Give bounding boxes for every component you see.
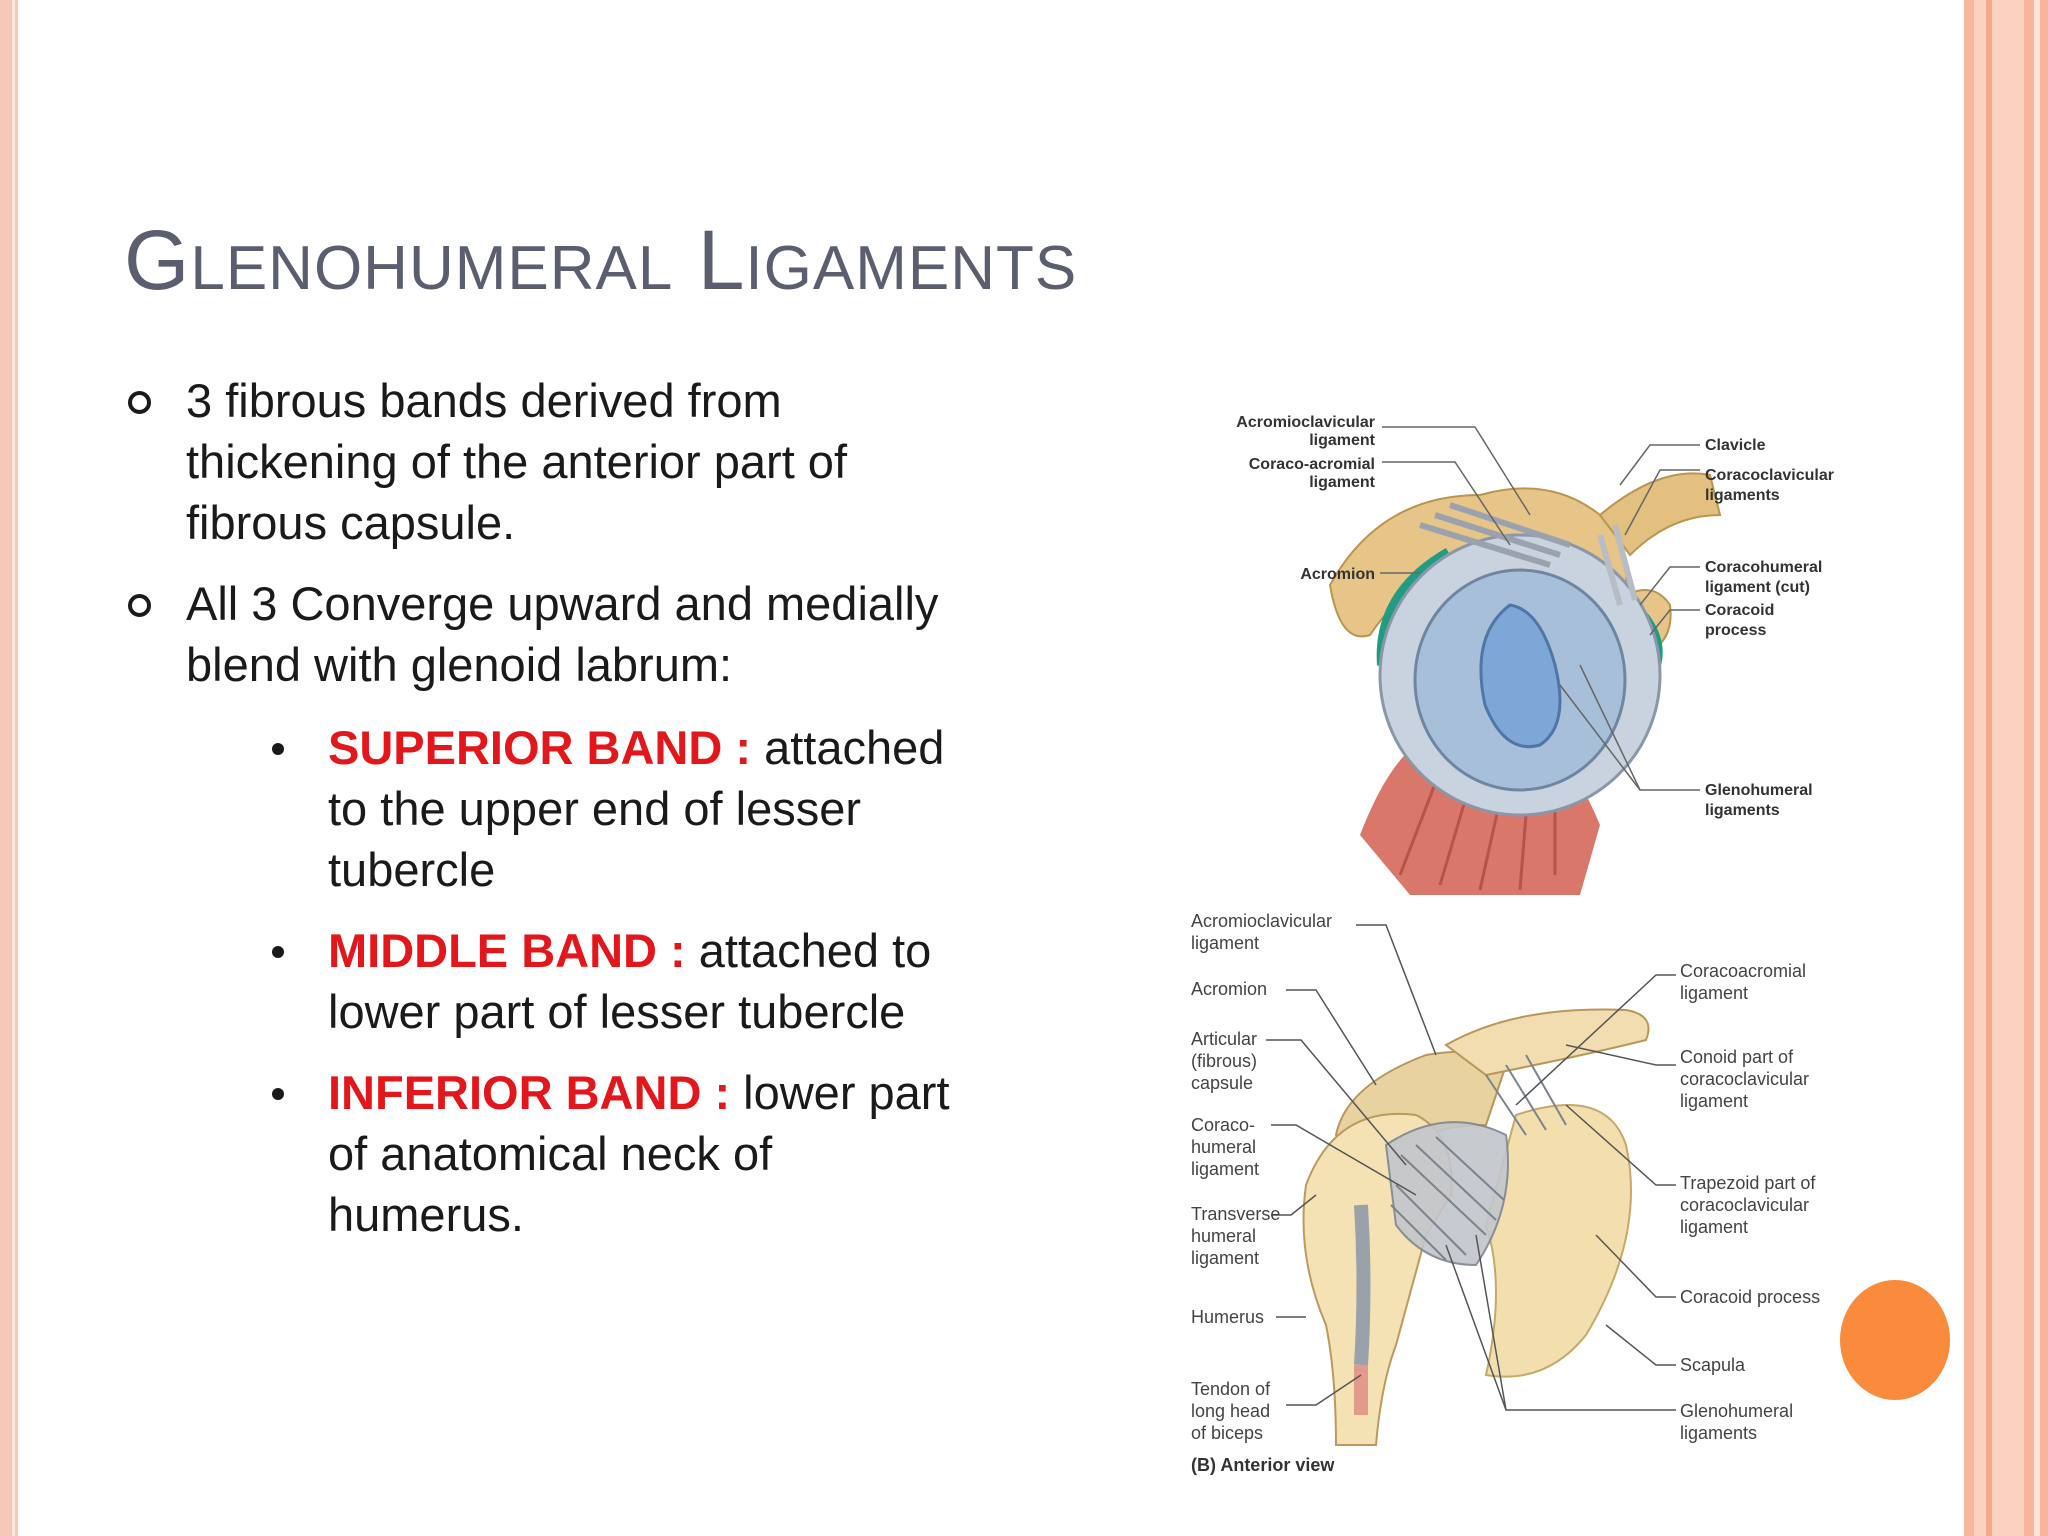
sub-bullet-inferior: INFERIOR BAND : lower part of anatomical… (186, 1062, 964, 1245)
band-description: attached to the upper end of lesser tube… (328, 721, 945, 896)
label-coracoacromial-2: ligament (1309, 474, 1375, 491)
label-glenohumeral: Glenohumeral (1705, 782, 1813, 799)
band-name: SUPERIOR BAND : (328, 721, 752, 774)
label-coracoclavicular-2: ligaments (1705, 487, 1780, 504)
label-acromion: Acromion (1191, 979, 1267, 999)
bullet-item: 3 fibrous bands derived from thickening … (124, 370, 964, 553)
label-transverse-3: ligament (1191, 1248, 1259, 1268)
bullet-list: 3 fibrous bands derived from thickening … (124, 370, 964, 1265)
leader-lines (1380, 426, 1700, 791)
label-conoid: Conoid part of (1680, 1047, 1794, 1067)
bullet-dot-icon (272, 946, 284, 958)
shoulder-anterior-illustration: Acromioclavicular ligament Acromion Arti… (1191, 911, 1820, 1475)
sub-bullet-middle: MIDDLE BAND : attached to lower part of … (186, 920, 964, 1042)
label-tendon-2: long head (1191, 1401, 1270, 1421)
label-coracoacromial: Coraco-acromial (1249, 456, 1375, 473)
clavicle-shape (1598, 472, 1722, 557)
label-glenohumeral: Glenohumeral (1680, 1401, 1793, 1421)
label-coracohumeral-2: humeral (1191, 1137, 1256, 1157)
label-clavicle: Clavicle (1705, 437, 1766, 454)
left-border (0, 0, 18, 1536)
label-transverse-2: humeral (1191, 1226, 1256, 1246)
bullet-marker-icon (128, 594, 151, 617)
leader-lines (1266, 924, 1676, 1411)
title-initial-g: G (124, 213, 191, 307)
label-articular: Articular (1191, 1029, 1257, 1049)
label-trapezoid: Trapezoid part of (1680, 1173, 1816, 1193)
muscle-fibers (1398, 744, 1557, 891)
label-transverse: Transverse (1191, 1204, 1280, 1224)
bullet-marker-icon (128, 391, 151, 414)
band-name: INFERIOR BAND : (328, 1066, 731, 1119)
label-acromioclavicular: Acromioclavicular (1236, 414, 1375, 431)
slide-title: GLENOHUMERAL LIGAMENTS (124, 212, 1077, 309)
label-acromioclavicular: Acromioclavicular (1191, 911, 1332, 931)
glenoid-cavity (1479, 603, 1562, 749)
label-conoid-2: coracoclavicular (1680, 1069, 1809, 1089)
ligament-hatching (1390, 1054, 1567, 1261)
title-word-1: LENOHUMERAL (190, 234, 674, 303)
label-coracohumeral: Coracohumeral (1705, 559, 1822, 576)
bullet-dot-icon (272, 1088, 284, 1100)
label-coracoclavicular: Coracoclavicular (1705, 467, 1834, 484)
ligament-strands (1419, 502, 1571, 568)
label-coracoid-2: process (1705, 622, 1766, 639)
label-coracoid: Coracoid process (1680, 1287, 1820, 1307)
coracoclavicular-strands (1597, 524, 1638, 606)
label-tendon: Tendon of (1191, 1379, 1271, 1399)
title-word-2: IGAMENTS (745, 234, 1078, 303)
bullet-text: 3 fibrous bands derived from thickening … (186, 374, 848, 549)
label-articular-2: (fibrous) (1191, 1051, 1257, 1071)
label-coracohumeral-3: ligament (1191, 1159, 1259, 1179)
label-conoid-3: ligament (1680, 1091, 1748, 1111)
label-glenohumeral-2: ligaments (1680, 1423, 1757, 1443)
right-border (1964, 0, 2048, 1536)
label-articular-3: capsule (1191, 1073, 1253, 1093)
glenoid-lateral-illustration: Acromioclavicular ligament Coraco-acromi… (1236, 414, 1834, 895)
biceps-tendon (1354, 1204, 1371, 1366)
label-coracoacromial-2: ligament (1680, 983, 1748, 1003)
label-trapezoid-2: coracoclavicular (1680, 1195, 1809, 1215)
sub-bullet-list: SUPERIOR BAND : attached to the upper en… (186, 717, 964, 1245)
band-name: MIDDLE BAND : (328, 924, 686, 977)
title-initial-l: L (697, 213, 746, 307)
bullet-text: All 3 Converge upward and medially blend… (186, 577, 939, 691)
figure-caption: (B) Anterior view (1191, 1455, 1335, 1475)
band-description: attached to lower part of lesser tubercl… (328, 924, 932, 1038)
label-trapezoid-3: ligament (1680, 1217, 1748, 1237)
sub-bullet-superior: SUPERIOR BAND : attached to the upper en… (186, 717, 964, 900)
clavicle-shape (1444, 1008, 1650, 1077)
label-acromion: Acromion (1300, 566, 1375, 583)
accent-circle (1840, 1280, 1950, 1400)
label-glenohumeral-2: ligaments (1705, 802, 1780, 819)
label-acromioclavicular-2: ligament (1191, 933, 1259, 953)
label-coracohumeral: Coraco- (1191, 1115, 1255, 1135)
scapula-shape (1484, 1104, 1632, 1378)
label-tendon-3: of biceps (1191, 1423, 1263, 1443)
label-humerus: Humerus (1191, 1307, 1264, 1327)
label-coracoid: Coracoid (1705, 602, 1774, 619)
label-acromioclavicular-2: ligament (1309, 432, 1375, 449)
label-scapula: Scapula (1680, 1355, 1746, 1375)
label-coracohumeral-2: ligament (cut) (1705, 579, 1810, 596)
bullet-item: All 3 Converge upward and medially blend… (124, 573, 964, 1245)
label-coracoacromial: Coracoacromial (1680, 961, 1806, 981)
bullet-dot-icon (272, 743, 284, 755)
band-description: lower part of anatomical neck of humerus… (328, 1066, 950, 1241)
